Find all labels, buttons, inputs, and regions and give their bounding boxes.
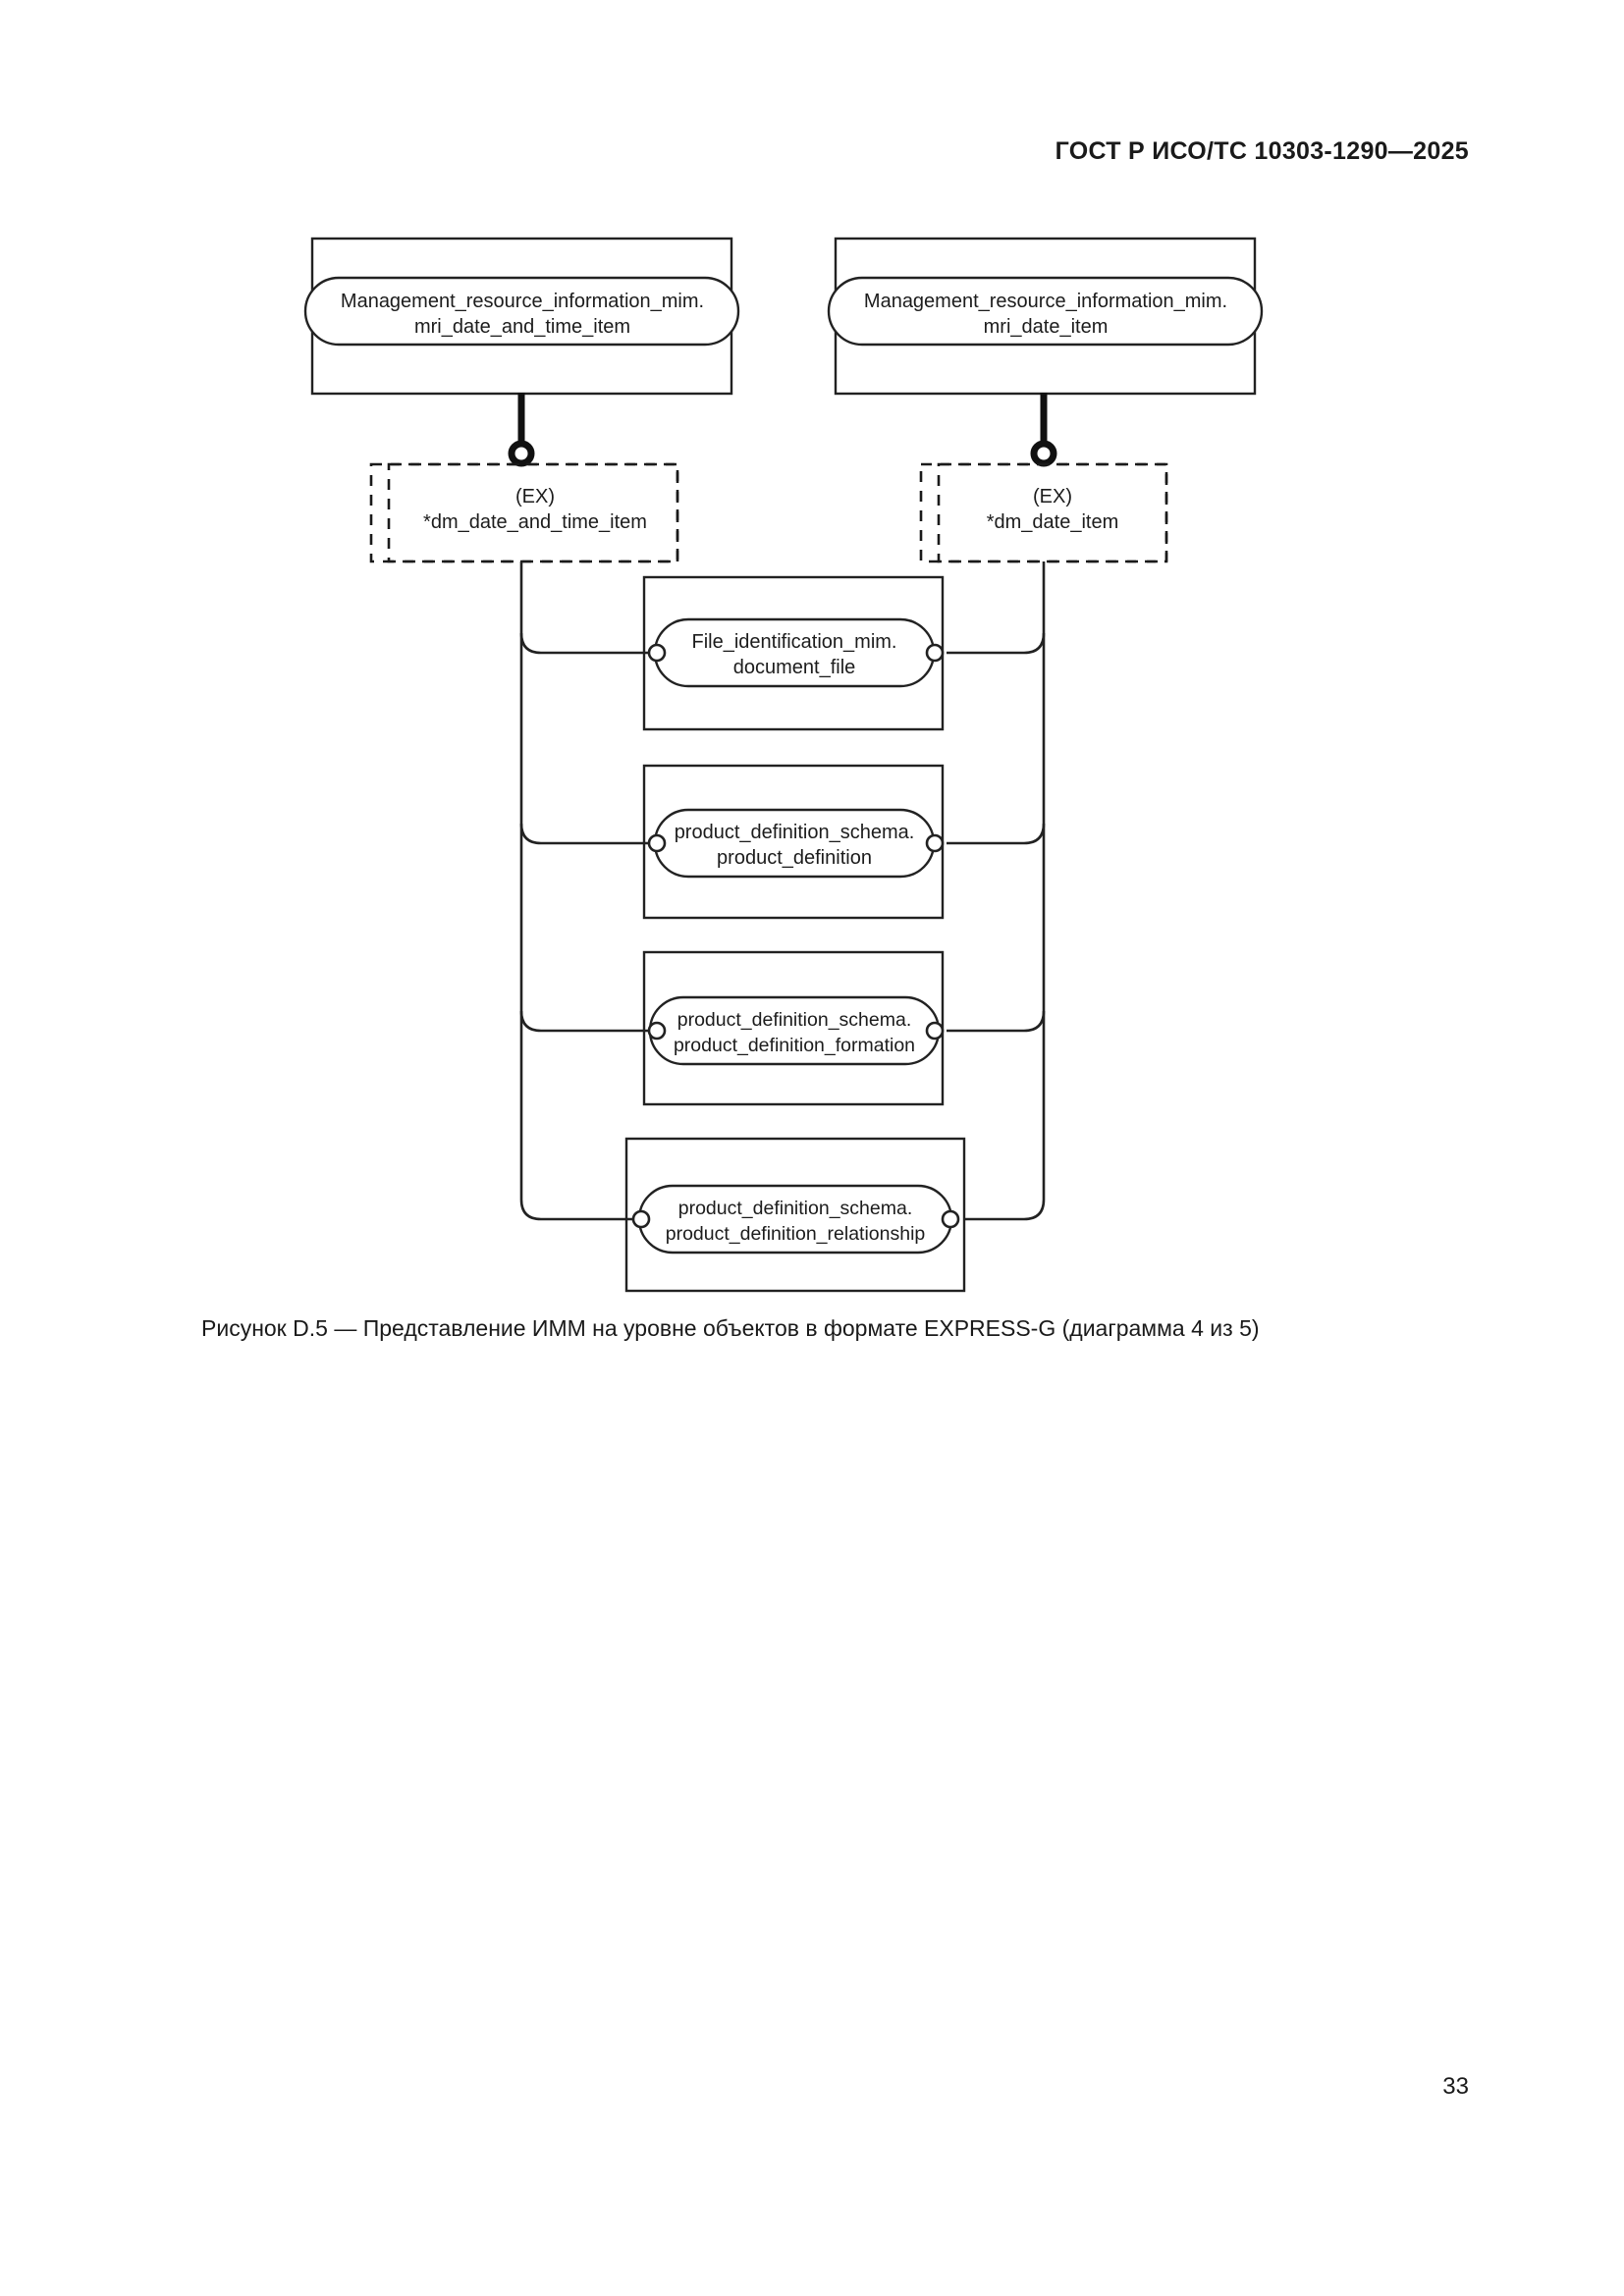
entity-document-file-line2: document_file [733,657,856,678]
top-entity-capsule-right [827,276,1264,347]
select-box-right-line2: *dm_date_item [987,511,1119,533]
select-box-left-inner [387,462,679,563]
bus-line-left [519,561,642,1221]
top-entity-right-line2: mri_date_item [984,316,1109,338]
branch-left-product-definition-formation [519,1010,660,1033]
entity-product-definition-relationship-line2: product_definition_relationship [666,1223,926,1245]
attr-circle-left-document-file [647,643,667,663]
branch-right-product-definition-formation [947,1010,1046,1033]
select-box-left-line2: *dm_date_and_time_item [423,511,647,533]
page-header-standard-designation: ГОСТ Р ИСО/ТС 10303-1290—2025 [1055,137,1469,165]
attr-circle-right-document-file [925,643,945,663]
express-g-diagram: Management_resource_information_mim. mri… [303,237,1264,1293]
top-entity-left-line2: mri_date_and_time_item [414,316,630,338]
entity-product-definition-formation-line1: product_definition_schema. [677,1009,912,1031]
bus-line-right [964,561,1046,1221]
branch-right-document-file [947,632,1046,655]
attr-circle-right-product-definition [925,833,945,853]
attr-circle-left-product-definition [647,833,667,853]
top-entity-capsule-left [303,276,740,347]
branch-right-product-definition [947,823,1046,845]
attr-circle-right-product-definition-relationship [941,1209,960,1229]
select-box-right-line1: (EX) [1033,486,1072,507]
page-number: 33 [1442,2073,1469,2100]
top-entity-left-line1: Management_resource_information_mim. [341,291,704,312]
top-entity-right-line1: Management_resource_information_mim. [864,291,1227,312]
supertype-circle-left [508,440,535,467]
entity-product-definition-relationship-line1: product_definition_schema. [678,1198,913,1219]
entity-product-definition-line1: product_definition_schema. [675,822,915,843]
branch-left-product-definition [519,823,660,845]
supertype-circle-right [1030,440,1057,467]
entity-frame-product-definition-relationship [624,1137,966,1293]
figure-caption: Рисунок D.5 — Представление ИММ на уровн… [201,1315,1260,1341]
entity-document-file-line1: File_identification_mim. [692,631,897,653]
select-box-right-inner [937,462,1168,563]
attr-circle-right-product-definition-formation [925,1021,945,1041]
attr-circle-left-product-definition-formation [647,1021,667,1041]
branch-left-document-file [519,632,660,655]
diagram-canvas: Management_resource_information_mim. mri… [303,237,1264,1293]
entity-product-definition-line2: product_definition [717,847,872,869]
entity-product-definition-formation-line2: product_definition_formation [674,1035,915,1056]
attr-circle-left-product-definition-relationship [631,1209,651,1229]
select-box-left-line1: (EX) [515,486,555,507]
